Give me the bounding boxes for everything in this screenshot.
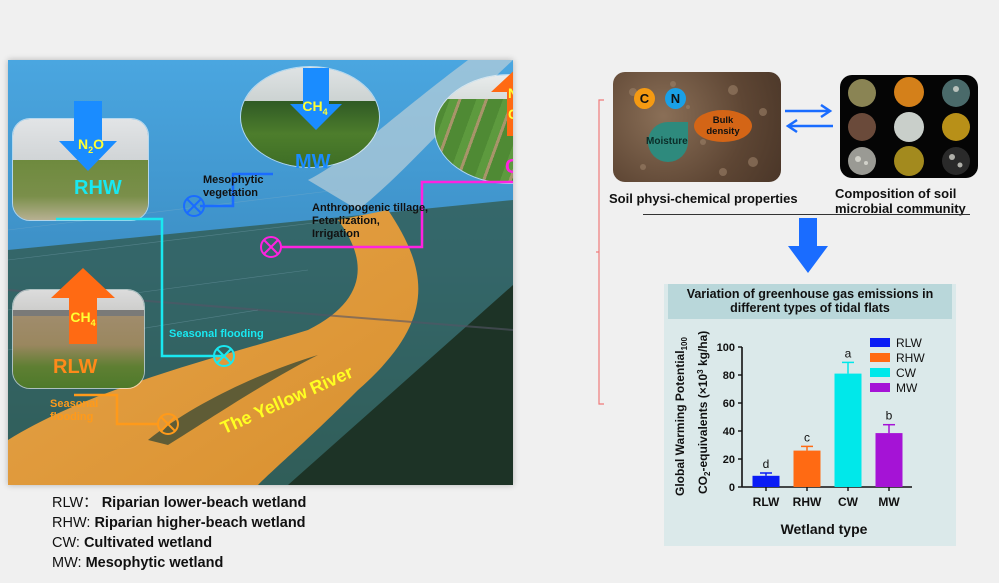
abbreviation-definitions: RLW： Riparian lower-beach wetland RHW: R… (52, 493, 306, 573)
mw-site-label: MW (295, 151, 331, 173)
y-tick-label: 80 (723, 370, 735, 382)
legend-label-rlw: RLW (896, 336, 922, 350)
rhw-gas-label: N2O (77, 136, 105, 155)
orange-valve-icon (157, 413, 179, 435)
nitrogen-badge: N (665, 88, 686, 109)
seasonal-flooding-cyan-note: Seasonal flooding (169, 328, 264, 340)
bidirectional-arrows-icon (785, 104, 833, 134)
legend-swatch-cw (870, 368, 890, 377)
legend-swatch-rlw (870, 338, 890, 347)
bulk-density-ellipse: Bulk density (694, 110, 752, 142)
significance-letter: a (845, 346, 852, 360)
microbial-culture-photo (840, 75, 978, 178)
y-tick-label: 40 (723, 426, 735, 438)
mw-gas-label: CH4 (302, 98, 328, 117)
ghg-chart-panel: Variation of greenhouse gas emissions in… (664, 284, 956, 546)
legend-label-rhw: RHW (896, 351, 925, 365)
mw-ch4-uptake-arrow-icon (290, 68, 342, 130)
x-tick-label: CW (838, 495, 859, 509)
x-axis-label: Wetland type (781, 521, 868, 537)
y-tick-label: 0 (729, 482, 735, 494)
definition-mw: MW: Mesophytic wetland (52, 555, 224, 571)
definition-rlw: RLW： Riparian lower-beach wetland (52, 495, 307, 511)
legend-swatch-mw (870, 383, 890, 392)
significance-letter: d (763, 457, 770, 471)
bar-chart: Global Warming Potential100 CO2-equivale… (673, 331, 925, 537)
legend-swatch-rhw (870, 353, 890, 362)
legend-label-cw: CW (896, 366, 917, 380)
chart-title: Variation of greenhouse gas emissions in… (668, 284, 952, 319)
x-tick-label: RLW (753, 495, 780, 509)
carbon-badge: C (634, 88, 655, 109)
rlw-gas-label: CH4 (70, 309, 96, 328)
y-tick-label: 60 (723, 398, 735, 410)
magenta-valve-icon (260, 236, 282, 258)
rhw-site-label: RHW (74, 177, 122, 199)
divider-line (643, 214, 970, 215)
bar-rhw (793, 450, 821, 487)
significance-letter: b (886, 409, 893, 423)
y-axis-label: Global Warming Potential100 CO2-equivale… (673, 331, 712, 496)
y-tick-label: 20 (723, 454, 735, 466)
anthropogenic-note: Anthropogenic tillage, Feterlization, Ir… (312, 202, 429, 240)
mesophytic-vegetation-note: Mesophytic vegetation (203, 174, 264, 199)
cw-site-label: CW (505, 156, 513, 178)
significance-letter: c (804, 430, 810, 444)
blue-valve-icon (183, 195, 205, 217)
y-axis-label-line1: Global Warming Potential100 (673, 337, 689, 496)
legend-label-mw: MW (896, 381, 918, 395)
rlw-site-label: RLW (53, 356, 98, 378)
down-arrow-icon (788, 218, 828, 273)
bar-rlw (752, 475, 780, 487)
y-tick-label: 100 (717, 342, 735, 354)
definition-cw: CW: Cultivated wetland (52, 535, 213, 551)
x-tick-label: RHW (793, 495, 822, 509)
cw-emission-arrow-icon (491, 71, 513, 136)
microbial-caption: Composition of soil microbial community (835, 186, 966, 216)
moisture-drop: Moisture (646, 122, 688, 162)
seasonal-flooding-orange-note: Seasonal flooding (50, 398, 99, 423)
petri-dishes (848, 77, 970, 176)
definition-rhw: RHW: Riparian higher-beach wetland (52, 515, 306, 531)
landscape-photo-panel: N2O RHW CH4 MW N2O CO2 CW CH4 RLW (8, 60, 513, 485)
pathway-lines (56, 172, 513, 435)
x-tick-label: MW (878, 495, 900, 509)
soil-photo: C N Moisture Bulk density (613, 72, 781, 182)
cyan-valve-icon (213, 345, 235, 367)
rhw-n2o-uptake-arrow-icon (59, 101, 117, 171)
grouping-bracket (596, 99, 604, 405)
rlw-ch4-emission-arrow-icon (51, 268, 115, 344)
cw-gas-label: N2O CO2 (501, 86, 513, 128)
y-axis-label-line2: CO2-equivalents (×103 kg/ha) (696, 331, 712, 494)
soil-caption: Soil physi-chemical properties (609, 191, 798, 206)
bar-cw (834, 373, 862, 487)
bar-mw (875, 433, 903, 487)
